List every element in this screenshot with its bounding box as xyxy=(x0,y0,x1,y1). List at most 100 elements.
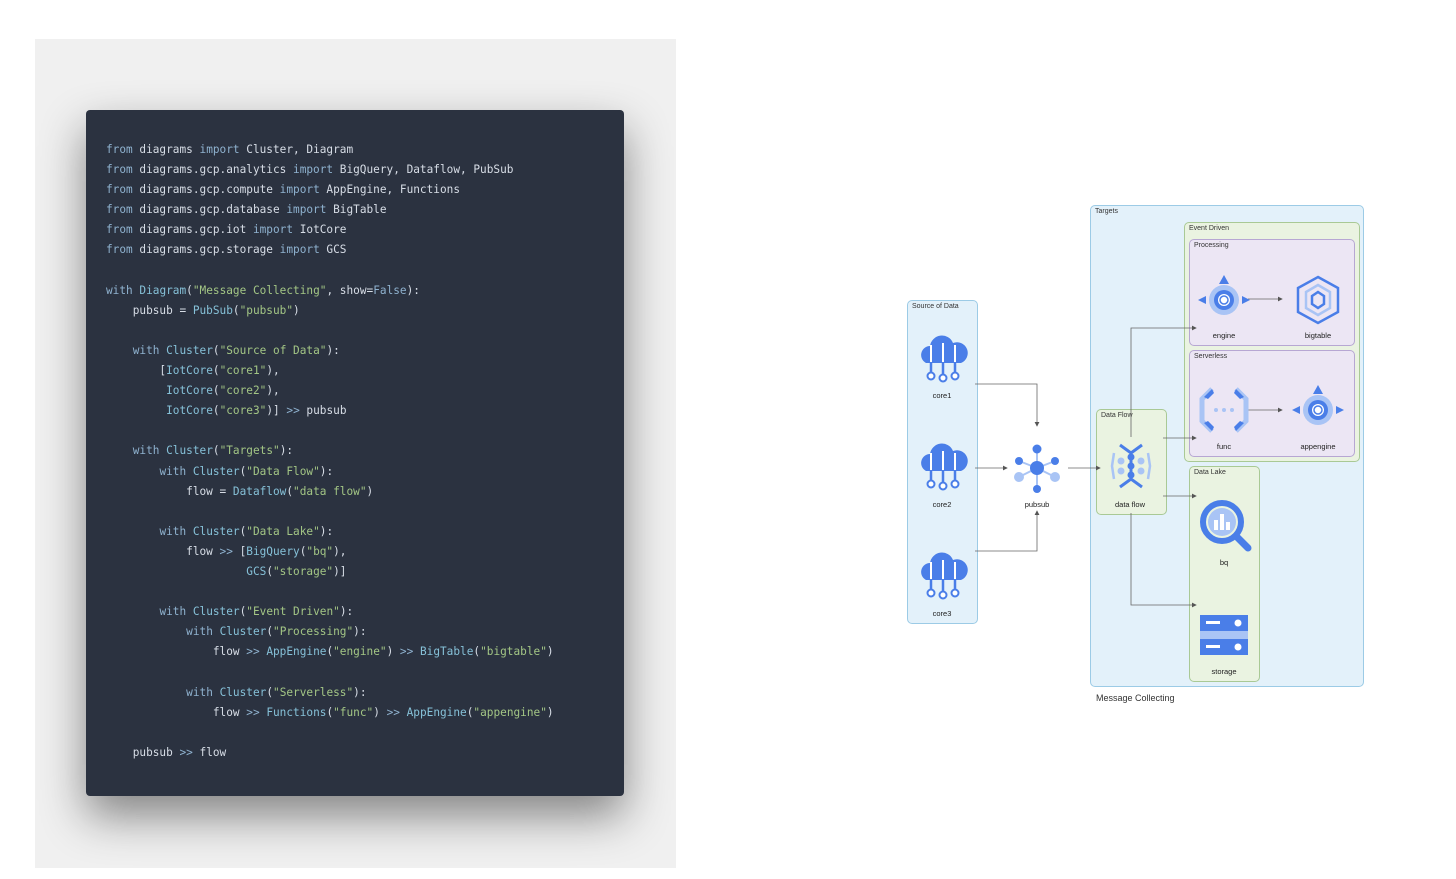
code-token: "Source of Data" xyxy=(219,343,327,357)
code-token: with xyxy=(132,444,160,458)
code-line: from diagrams.gcp.storage import GCS xyxy=(106,240,554,260)
cluster-serverless: Serverless xyxy=(1189,350,1355,457)
code-token: from xyxy=(106,243,133,257)
code-line: flow >> AppEngine("engine") >> BigTable(… xyxy=(106,642,554,662)
code-token: "core1" xyxy=(219,364,267,378)
code-token: ( xyxy=(239,605,247,619)
node-label-bigtable: bigtable xyxy=(1304,331,1332,340)
functions-icon xyxy=(1199,387,1249,433)
code-token: AppEngine xyxy=(406,705,467,719)
code-token xyxy=(106,605,159,618)
code-token: "core3" xyxy=(219,404,267,418)
code-token: GCS xyxy=(319,243,347,257)
node-label-storage: storage xyxy=(1211,667,1237,676)
code-token: with xyxy=(159,464,187,478)
code-token: Cluster, Diagram xyxy=(239,143,354,156)
code-token xyxy=(106,444,133,457)
code-token: ( xyxy=(326,705,334,719)
code-token: ): xyxy=(319,524,334,538)
code-token: import xyxy=(252,223,294,237)
code-token: with xyxy=(186,625,213,639)
code-line: IotCore("core2"), xyxy=(106,381,554,401)
code-line: from diagrams.gcp.analytics import BigQu… xyxy=(106,160,554,180)
code-token: ( xyxy=(239,524,247,538)
code-token: Cluster xyxy=(219,625,267,639)
code-line: with Diagram("Message Collecting", show=… xyxy=(106,281,554,301)
code-token: "Data Lake" xyxy=(246,524,320,538)
code-token: ): xyxy=(339,605,354,619)
code-line xyxy=(106,582,554,602)
cluster-label-serverless: Serverless xyxy=(1194,353,1228,360)
storage-icon xyxy=(1200,615,1248,655)
code-token: "core2" xyxy=(219,384,267,398)
code-line: with Cluster("Data Flow"): xyxy=(106,462,554,482)
code-token: )] xyxy=(333,564,347,578)
code-token: ) xyxy=(293,303,300,317)
code-token: )] xyxy=(266,404,287,418)
code-token: >> xyxy=(246,645,260,659)
pubsub-icon xyxy=(1014,444,1060,493)
code-token: Cluster xyxy=(192,464,240,478)
code-token: "pubsub" xyxy=(239,303,294,317)
code-token: IotCore xyxy=(166,384,213,398)
node-label-appengine: appengine xyxy=(1300,442,1336,451)
diagram-title: Message Collecting xyxy=(1096,693,1175,703)
cluster-label-dataflow: Data Flow xyxy=(1101,412,1133,419)
cluster-label-source: Source of Data xyxy=(912,303,959,310)
code-token xyxy=(106,565,246,578)
code-line xyxy=(106,662,554,682)
code-token: pubsub xyxy=(106,745,180,759)
edge-layer xyxy=(975,296,1283,608)
code-token: "Event Driven" xyxy=(246,605,340,619)
code-token: ( xyxy=(266,564,273,578)
code-token: ): xyxy=(326,343,340,357)
code-token: Diagram xyxy=(139,283,187,297)
code-line xyxy=(106,723,554,743)
code-token xyxy=(106,625,186,638)
code-line xyxy=(106,261,554,281)
code-token: ( xyxy=(299,544,307,558)
iotcore-icon xyxy=(921,552,968,600)
code-token: ( xyxy=(186,283,193,297)
code-token: flow xyxy=(106,705,247,719)
appengine-icon xyxy=(1292,385,1344,425)
code-token: ( xyxy=(212,444,220,458)
code-token: diagrams xyxy=(132,143,200,156)
code-token: "appengine" xyxy=(473,705,547,719)
code-token: ( xyxy=(212,364,220,378)
code-token: with xyxy=(186,685,213,699)
code-token: flow xyxy=(192,745,227,759)
code-token: with xyxy=(132,343,160,357)
bigquery-icon xyxy=(1200,500,1252,552)
code-token: diagrams.gcp.analytics xyxy=(132,163,294,177)
code-line: with Cluster("Targets"): xyxy=(106,441,554,461)
code-token: import xyxy=(279,183,320,197)
appengine-icon xyxy=(1198,275,1250,315)
code-token: Cluster xyxy=(166,343,213,357)
code-token: with xyxy=(159,524,187,538)
code-token: BigTable xyxy=(419,645,474,659)
edge-dataflow-storage xyxy=(1130,513,1197,608)
code-token: >> xyxy=(399,645,414,659)
code-token: from xyxy=(106,163,133,177)
code-token: ( xyxy=(266,625,274,639)
code-token: ): xyxy=(406,283,420,297)
code-line: pubsub >> flow xyxy=(106,743,554,763)
code-token: AppEngine xyxy=(266,645,327,659)
code-line: with Cluster("Serverless"): xyxy=(106,683,554,703)
code-token: from xyxy=(106,203,133,217)
code-token: ( xyxy=(266,685,274,699)
code-token: diagrams.gcp.database xyxy=(132,203,287,217)
code-token: >> xyxy=(246,705,260,719)
code-token: diagrams.gcp.storage xyxy=(132,243,280,257)
code-token: "Processing" xyxy=(273,625,354,639)
code-token: Cluster xyxy=(192,605,240,619)
code-token: "Data Flow" xyxy=(246,464,320,478)
code-token: ( xyxy=(232,303,240,317)
code-token: >> xyxy=(219,544,233,558)
code-token xyxy=(106,686,186,699)
code-line: with Cluster("Processing"): xyxy=(106,622,554,642)
code-line xyxy=(106,321,554,341)
code-token: ) xyxy=(373,705,387,719)
code-token: PubSub xyxy=(192,303,233,317)
